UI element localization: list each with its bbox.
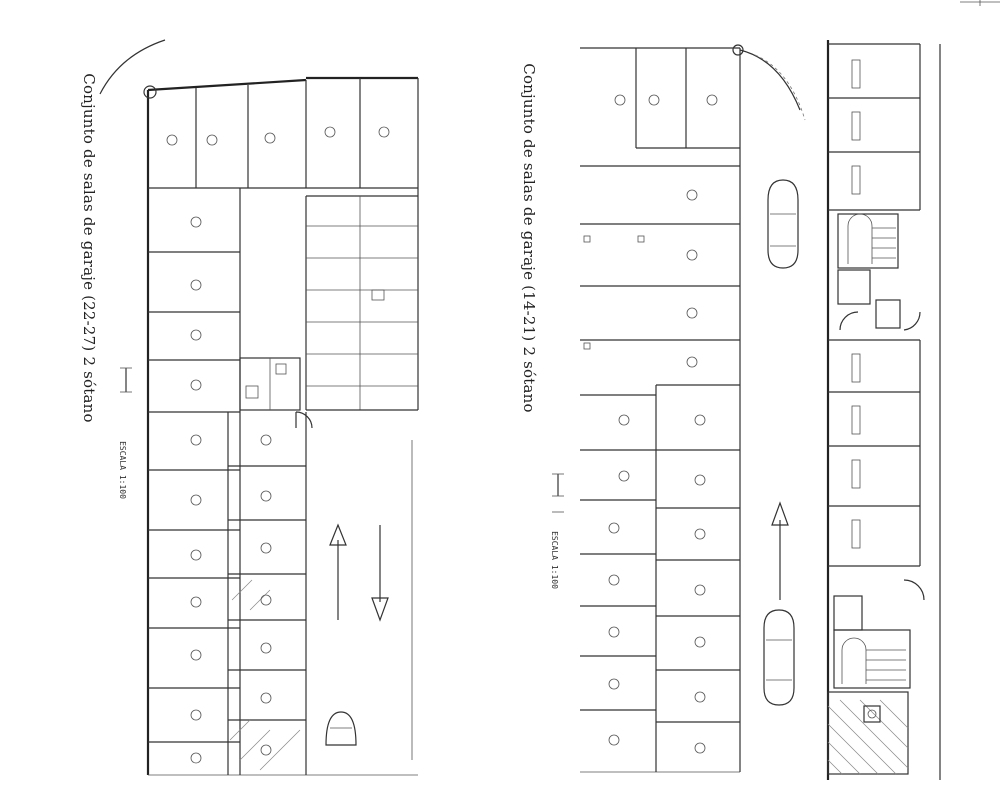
right-scale-bar bbox=[552, 473, 564, 513]
left-top-spaces bbox=[148, 80, 307, 189]
right-staircases bbox=[833, 213, 925, 689]
left-storage-rooms bbox=[305, 78, 418, 411]
right-outer-walls bbox=[580, 44, 806, 773]
scan-artifacts bbox=[960, 0, 1000, 6]
left-core bbox=[239, 357, 313, 429]
right-storage-rooms bbox=[826, 40, 941, 780]
right-hatched-block bbox=[827, 691, 909, 775]
left-space-symbols bbox=[166, 126, 390, 764]
right-top-spaces bbox=[614, 48, 740, 149]
left-outer-walls bbox=[99, 39, 419, 776]
right-plan-scale-label: ESCALA 1:100 bbox=[550, 531, 559, 589]
right-lower-left-spaces bbox=[580, 394, 656, 746]
left-plan: Conjunto de salas de garaje (22-27) 2 só… bbox=[80, 39, 419, 776]
left-plan-scale-label: ESCALA 1:100 bbox=[118, 441, 127, 499]
left-scale-bar bbox=[120, 367, 132, 393]
right-plan-title: Conjunto de salas de garaje (14-21) 2 só… bbox=[520, 63, 538, 412]
right-upper-spaces bbox=[580, 165, 740, 368]
left-column-spaces bbox=[148, 188, 241, 775]
left-driveway bbox=[325, 440, 413, 760]
left-middle-spaces bbox=[227, 412, 307, 775]
right-driveway bbox=[763, 179, 799, 706]
right-plan: Conjunto de salas de garaje (14-21) 2 só… bbox=[520, 40, 941, 780]
left-plan-title: Conjunto de salas de garaje (22-27) 2 só… bbox=[80, 73, 98, 422]
right-lower-middle-spaces bbox=[656, 414, 740, 754]
